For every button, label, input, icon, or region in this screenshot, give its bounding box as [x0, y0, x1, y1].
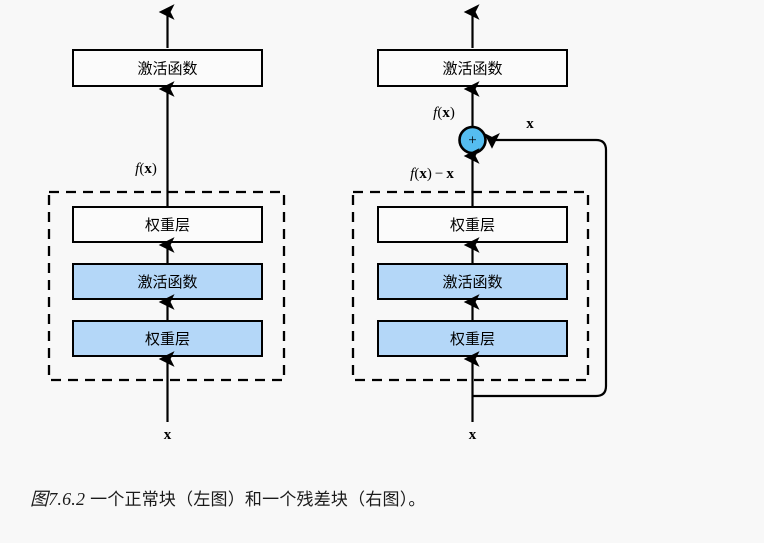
- addition-node-symbol: +: [468, 133, 476, 149]
- figure-caption: 图7.6.2 一个正常块（左图）和一个残差块（右图）。: [30, 485, 730, 511]
- right-dashed-group: [351, 190, 590, 382]
- left-dashed-group: [47, 190, 286, 382]
- right-weight-layer-top-box: [377, 206, 568, 243]
- left-output-activation-label: 激活函数: [137, 61, 197, 78]
- right-residual-block: 激活函数 f(x) x + f(x) − x 权重层: [351, 4, 608, 443]
- skip-connection-label: x: [526, 116, 534, 132]
- left-edge-label-fx: f(x): [135, 161, 157, 177]
- right-input-label: x: [469, 427, 477, 443]
- left-weight-layer-top-label: 权重层: [145, 217, 190, 234]
- left-input-label: x: [164, 427, 172, 443]
- right-edge-label-fx-minus-x: f(x) − x: [410, 166, 454, 182]
- figure-caption-text: 一个正常块（左图）和一个残差块（右图）。: [85, 490, 426, 509]
- figure-number: 图7.6.2: [30, 489, 86, 509]
- right-output-activation-label: 激活函数: [442, 61, 502, 78]
- left-weight-layer-bottom-label: 权重层: [145, 331, 190, 348]
- right-activation-inner-label: 激活函数: [442, 274, 502, 291]
- right-weight-layer-bottom-box: [377, 320, 568, 357]
- left-activation-inner-label: 激活函数: [137, 274, 197, 291]
- skip-connection-path: [472, 132, 608, 398]
- right-output-activation-box: [377, 49, 568, 87]
- right-weight-layer-top-label: 权重层: [450, 217, 495, 234]
- right-edge-label-fx: f(x): [433, 105, 455, 121]
- right-weight-layer-bottom-label: 权重层: [450, 331, 495, 348]
- left-normal-block: 激活函数 f(x) 权重层 激活函数 权重层 x: [47, 4, 286, 443]
